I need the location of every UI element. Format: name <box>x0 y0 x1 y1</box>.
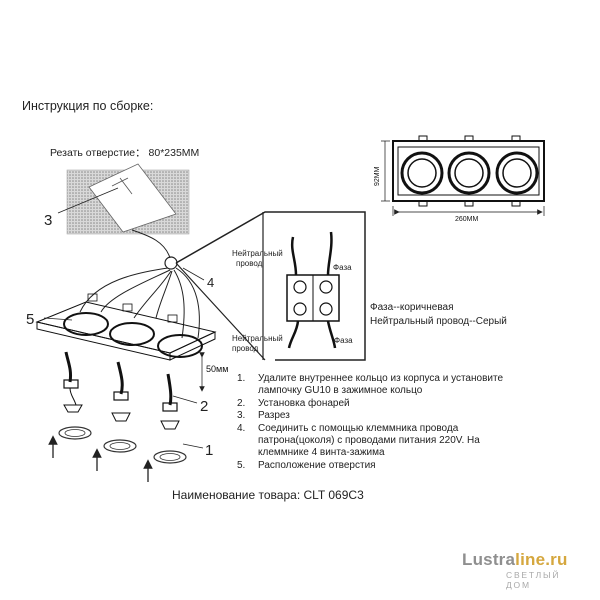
step-line: 1. Удалите внутреннее кольцо из корпуса и… <box>237 373 503 385</box>
height-dimension-label: 50мм <box>206 364 228 374</box>
top-view-width-label: 260MM <box>455 216 479 223</box>
top-view-drawing <box>381 135 545 216</box>
fixture-body <box>35 293 217 361</box>
lamp-column-2 <box>111 361 131 422</box>
rings <box>58 426 187 464</box>
step-number: 2. <box>237 397 246 409</box>
step-text: Удалите внутреннее кольцо из корпуса и у… <box>258 373 504 384</box>
step-line: 3. Разрез <box>237 410 503 422</box>
phase-top-label: Фаза <box>333 263 352 272</box>
lamp-column-3 <box>160 373 180 430</box>
install-arrows <box>48 435 153 482</box>
step-text: Расположение отверстия <box>258 459 376 471</box>
step-number <box>237 385 258 397</box>
neutral-bottom-line2: провод <box>232 344 259 353</box>
step-text: Соединить с помощью клеммника провода <box>258 422 459 434</box>
step-number <box>237 447 258 459</box>
step-text: клеммнике 4 винта-зажима <box>258 447 385 459</box>
instruction-heading: Инструкция по сборке: <box>22 99 154 113</box>
callout-2: 2 <box>200 398 208 415</box>
wire-legend-phase: Фаза--коричневая <box>370 302 454 313</box>
callout-3: 3 <box>44 212 52 229</box>
lamp-column-1 <box>63 351 83 413</box>
neutral-top-line1: Нейтральный <box>232 249 283 258</box>
terminal-block <box>286 231 340 349</box>
step-text: Разрез <box>258 410 290 422</box>
callout-4: 4 <box>207 275 214 290</box>
step-line: 2. Установка фонарей <box>237 398 503 410</box>
product-name: Наименование товара: CLT 069C3 <box>172 488 364 502</box>
brand-name-part1: Lustra <box>462 550 516 569</box>
step-line: 4. Соединить с помощью клеммника провода <box>237 423 503 435</box>
wiring-callout <box>175 211 366 361</box>
ceiling-cut-illustration <box>66 163 190 235</box>
step-number: 5. <box>237 459 246 471</box>
wire-legend-neutral: Нейтральный провод--Серый <box>370 316 507 327</box>
step-number: 3. <box>237 410 246 422</box>
step-text: лампочку GU10 в зажимное кольцо <box>258 385 423 397</box>
neutral-top-line2: провод <box>236 259 263 268</box>
brand-name-part2: line.ru <box>515 550 568 569</box>
top-view-height-label: 92MM <box>374 166 381 186</box>
brand-tagline: СВЕТЛЫЙ ДОМ <box>506 570 561 590</box>
callout-1: 1 <box>205 442 213 459</box>
phase-bottom-label: Фаза <box>334 336 353 345</box>
assembly-steps: 1. Удалите внутреннее кольцо из корпуса и… <box>237 373 503 472</box>
step-line: лампочку GU10 в зажимное кольцо <box>237 385 503 397</box>
brand-logo: Lustraline.ru СВЕТЛЫЙ ДОМ <box>462 550 568 590</box>
wire-bundle <box>79 229 200 339</box>
step-line: 5. Расположение отверстия <box>237 460 503 472</box>
step-number: 4. <box>237 422 246 434</box>
step-line: клеммнике 4 винта-зажима <box>237 447 503 459</box>
neutral-bottom-line1: Нейтральный <box>232 334 283 343</box>
callout-5: 5 <box>26 311 34 328</box>
step-text: Установка фонарей <box>258 397 350 409</box>
cut-hole-label: Резать отверстие： 80*235MM <box>50 147 200 159</box>
step-text: патрона(цоколя) с проводами питания 220V… <box>258 435 480 447</box>
step-line: патрона(цоколя) с проводами питания 220V… <box>237 435 503 447</box>
step-number <box>237 435 258 447</box>
callout-leaders <box>43 187 205 449</box>
step-number: 1. <box>237 373 246 384</box>
